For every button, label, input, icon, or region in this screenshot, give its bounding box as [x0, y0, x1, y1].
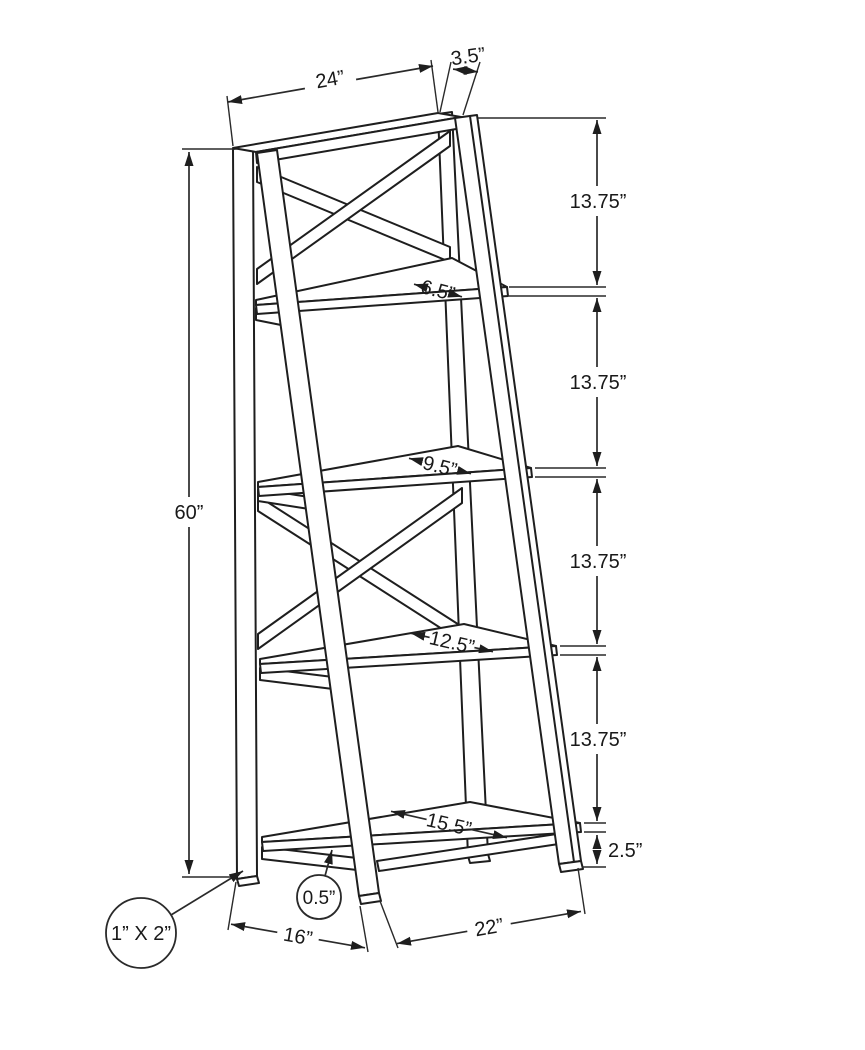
- dimension-shelf-spacing-3: 13.75”: [570, 479, 627, 644]
- top-depth-label: 3.5”: [450, 44, 487, 71]
- callout-shelf-thickness: 0.5”: [296, 849, 342, 920]
- overall-height-label: 60”: [175, 502, 204, 524]
- frame-profile-circle: [105, 897, 177, 969]
- rear-left-leg-foot: [236, 875, 260, 887]
- dimension-overall-height: 60”: [175, 152, 204, 874]
- x-brace-lower-board-2: [257, 487, 463, 650]
- extension-lines: [182, 59, 606, 953]
- dimension-shelf-spacing-2: 13.75”: [570, 298, 627, 466]
- shelf-spacing-2-label: 13.75”: [570, 372, 627, 394]
- dimension-shelf-spacing-1: 13.75”: [570, 120, 627, 285]
- frame-profile-label: 1” X 2”: [111, 923, 171, 945]
- base-depth-label: 16”: [282, 924, 314, 951]
- base-width-label: 22”: [473, 915, 505, 942]
- top-width-label: 24”: [314, 67, 346, 94]
- dimension-top-width: 24”: [227, 63, 434, 105]
- dimension-base-depth: 16”: [230, 922, 366, 951]
- shelf-spacing-4-label: 13.75”: [570, 729, 627, 751]
- front-right-leg-foot: [558, 860, 584, 873]
- shelf-1-front-face: [255, 286, 509, 315]
- dimension-top-depth: 3.5”: [450, 44, 487, 76]
- shelf-thickness-label: 0.5”: [303, 888, 336, 909]
- bottom-clearance-label: 2.5”: [608, 840, 642, 862]
- bookshelf-structure: [232, 111, 584, 905]
- front-right-leg-edge: [469, 115, 575, 863]
- shelf-spacing-3-label: 13.75”: [570, 551, 627, 573]
- callout-frame-profile: 1” X 2”: [105, 870, 244, 969]
- rear-left-leg: [232, 146, 258, 880]
- dimension-bottom-clearance: 2.5”: [592, 835, 642, 864]
- shelf-spacing-1-label: 13.75”: [570, 191, 627, 213]
- shelf-2-front-face: [257, 467, 533, 497]
- front-left-leg-foot: [358, 892, 382, 905]
- shelf-thickness-circle: [296, 874, 342, 920]
- dimension-base-width: 22”: [396, 909, 582, 946]
- dimension-shelf-spacing-4: 13.75”: [570, 657, 627, 821]
- x-brace-upper-board-2: [256, 130, 451, 285]
